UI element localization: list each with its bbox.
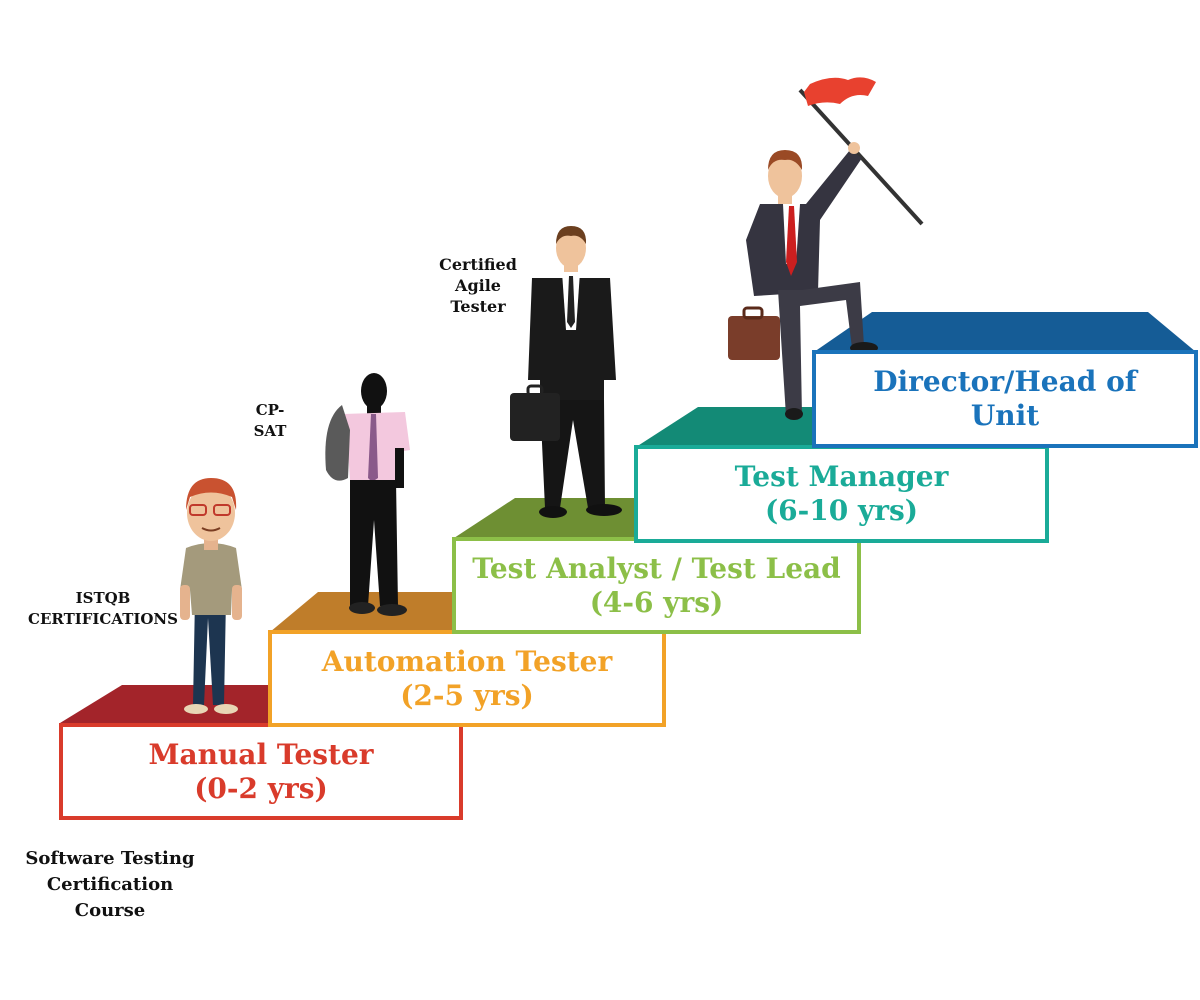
caption-istqb: ISTQB CERTIFICATIONS <box>28 589 178 628</box>
step-years: (0-2 yrs) <box>194 771 328 805</box>
step-years: (6-10 yrs) <box>764 494 919 527</box>
caption-cpsat: CP-SAT <box>253 401 287 440</box>
step-title: Automation Tester <box>321 644 613 678</box>
director-figure <box>728 77 924 420</box>
step-director: Director/Head of Unit <box>812 350 1198 448</box>
test-analyst-figure <box>510 226 622 518</box>
step-title: Director/Head of <box>873 365 1137 398</box>
caption-agile: Certified Agile Tester <box>439 255 517 316</box>
step-title: Test Manager <box>734 460 949 493</box>
step-years: (2-5 yrs) <box>400 678 534 712</box>
step-top-1 <box>60 685 272 723</box>
manual-tester-figure <box>180 478 242 714</box>
automation-tester-figure <box>325 373 410 616</box>
step-manual-tester: Manual Tester (0-2 yrs) <box>59 723 463 820</box>
step-test-manager: Test Manager (6-10 yrs) <box>634 445 1049 543</box>
step-top-5 <box>814 312 1196 352</box>
caption-course: Software Testing Certification Course <box>25 848 195 921</box>
step-years: Unit <box>970 399 1040 432</box>
step-test-analyst: Test Analyst / Test Lead (4-6 yrs) <box>452 537 861 634</box>
step-title: Manual Tester <box>148 737 374 771</box>
step-top-4 <box>636 407 818 447</box>
step-automation-tester: Automation Tester (2-5 yrs) <box>268 630 666 727</box>
step-years: (4-6 yrs) <box>589 585 724 619</box>
step-title: Test Analyst / Test Lead <box>472 551 841 585</box>
